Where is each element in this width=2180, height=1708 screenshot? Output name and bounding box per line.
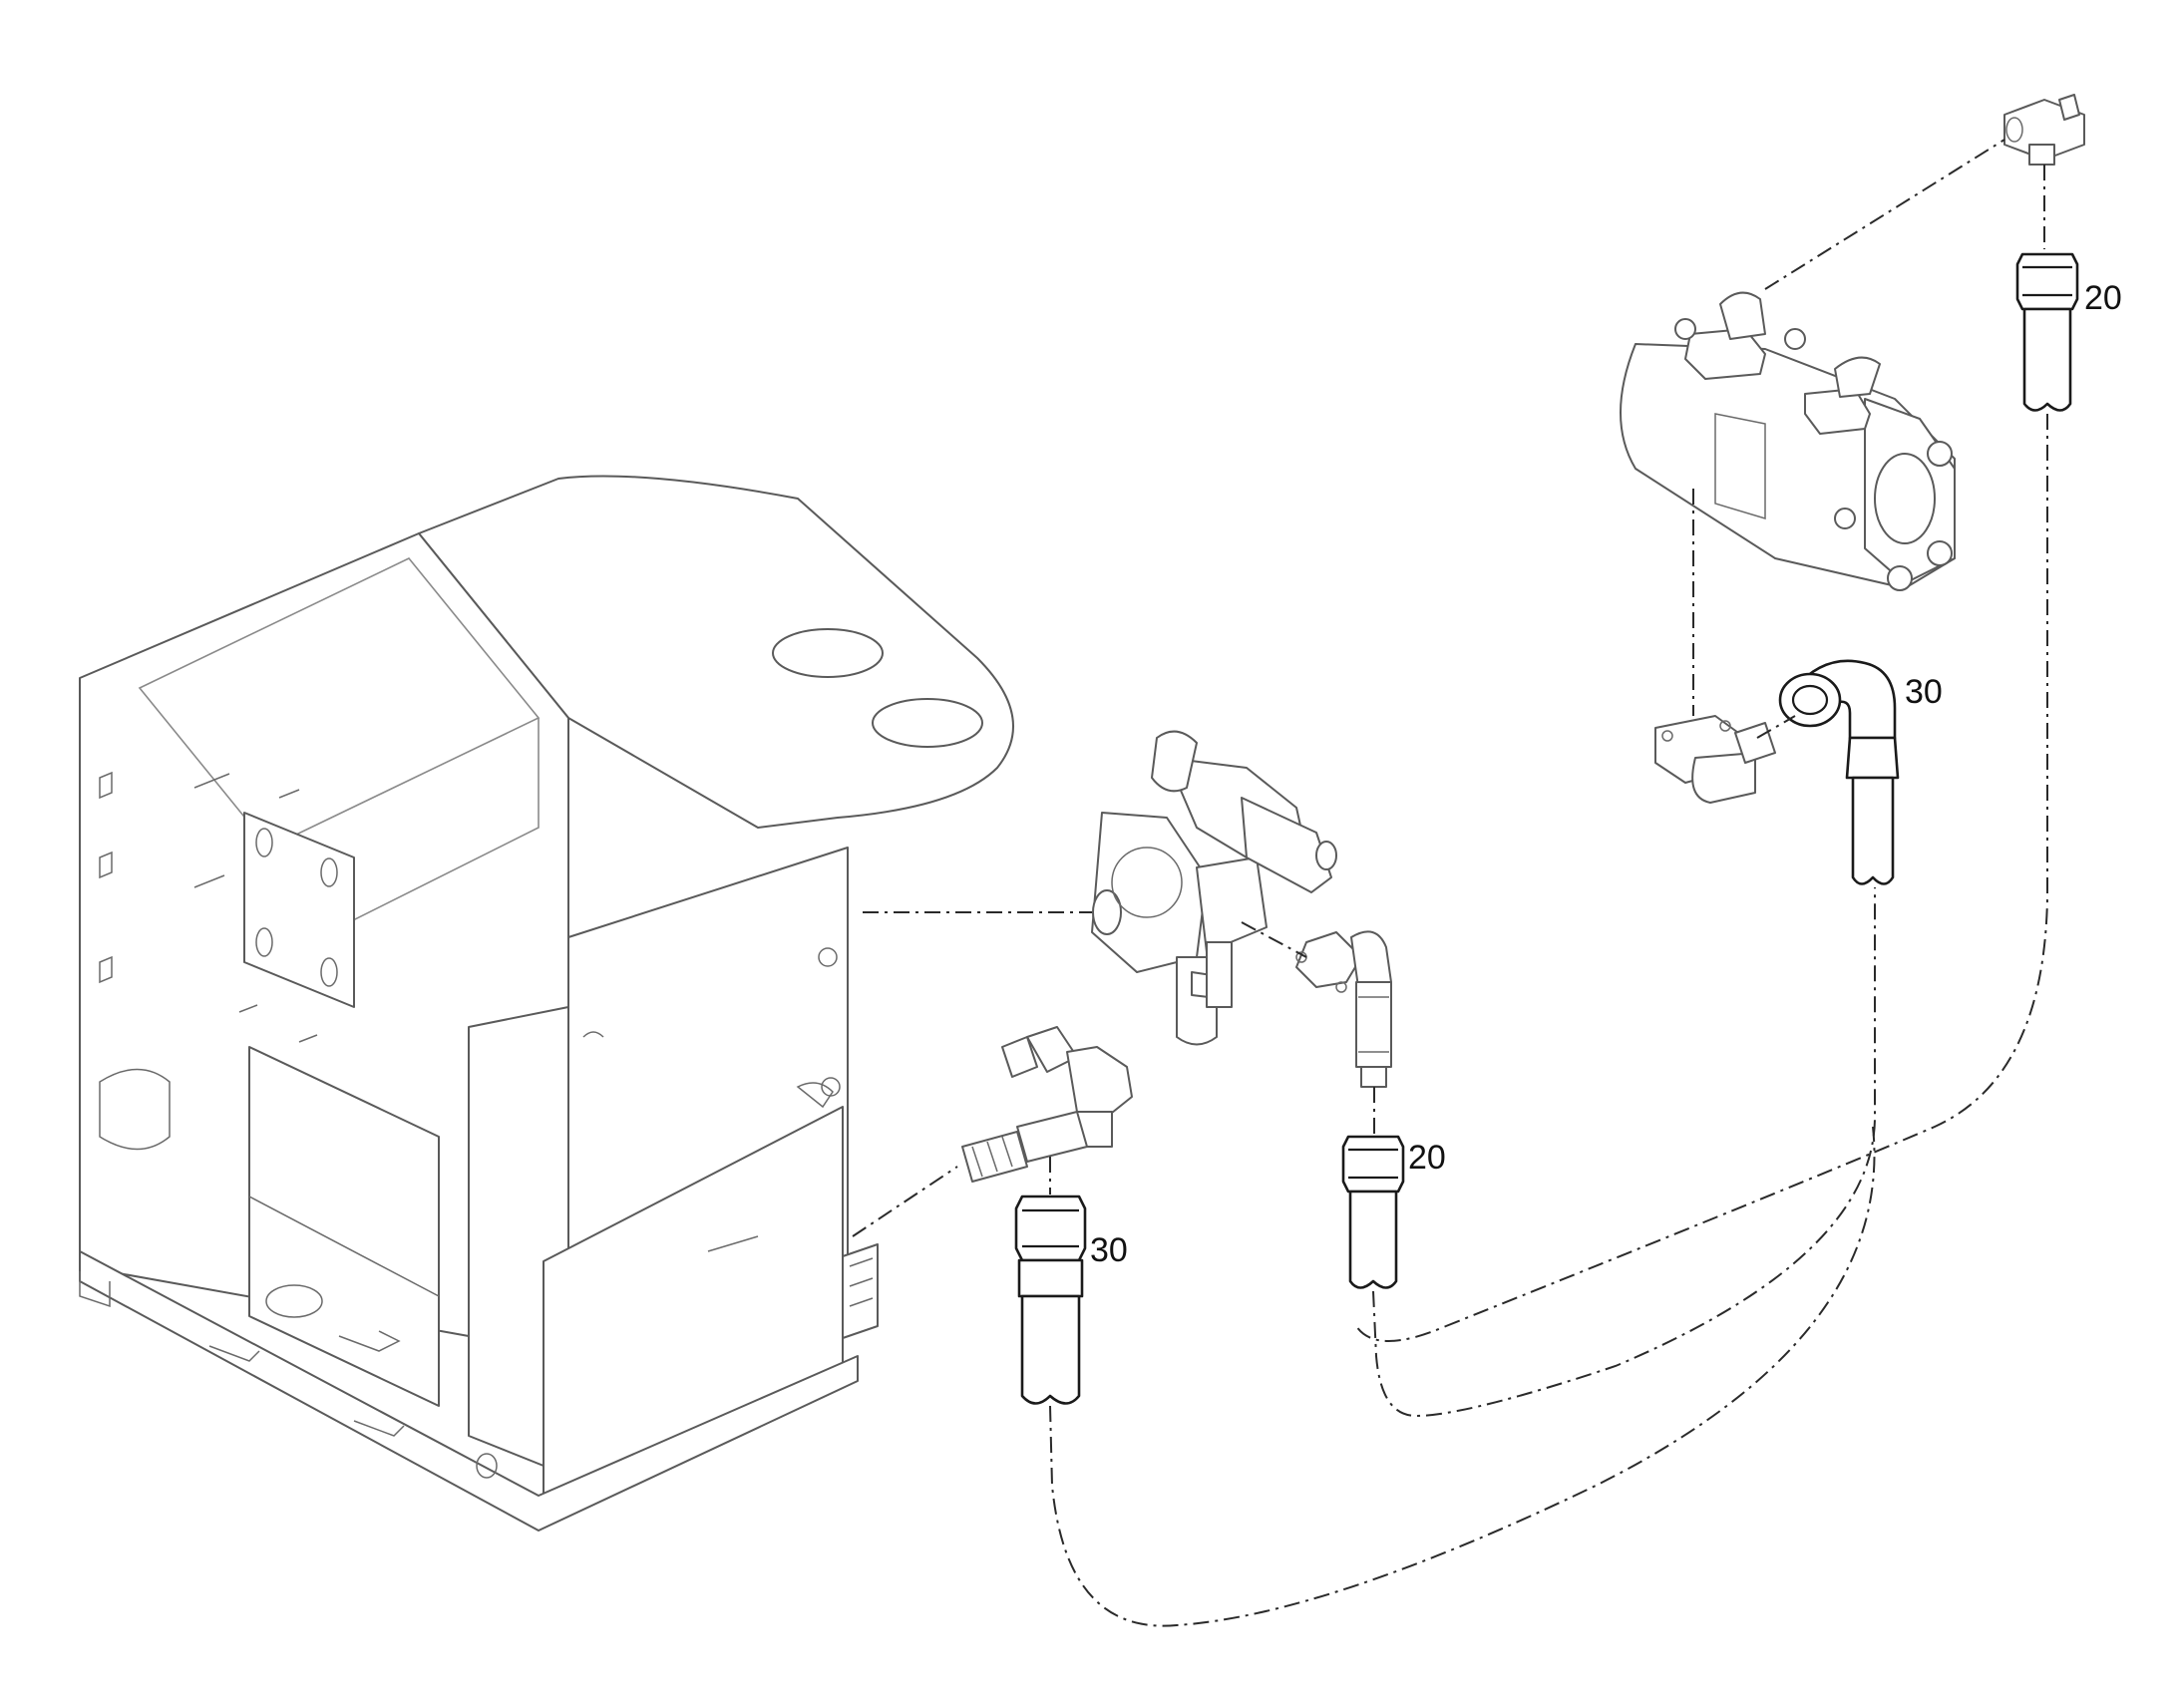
flange-elbow (1654, 715, 1776, 804)
machine-frame (79, 475, 1014, 1532)
callout-20-top: 20 (2084, 279, 2122, 317)
callout-30-left: 30 (1090, 1231, 1128, 1269)
tee-fitting-left (961, 1026, 1133, 1183)
hose-30-top (1778, 659, 1900, 885)
inline-filter-elbow (1295, 930, 1392, 1088)
hose-20-top (2015, 252, 2079, 412)
hose-20-mid (1341, 1135, 1405, 1289)
gear-pump-assembly (1091, 730, 1337, 1046)
callout-20-mid: 20 (1408, 1139, 1446, 1177)
callout-30-top: 30 (1905, 673, 1943, 711)
hose-30-left (1014, 1195, 1087, 1405)
tee-fitting-top (2003, 94, 2085, 166)
hydraulic-motor (1620, 291, 1956, 591)
routing-lines (852, 139, 2048, 1627)
